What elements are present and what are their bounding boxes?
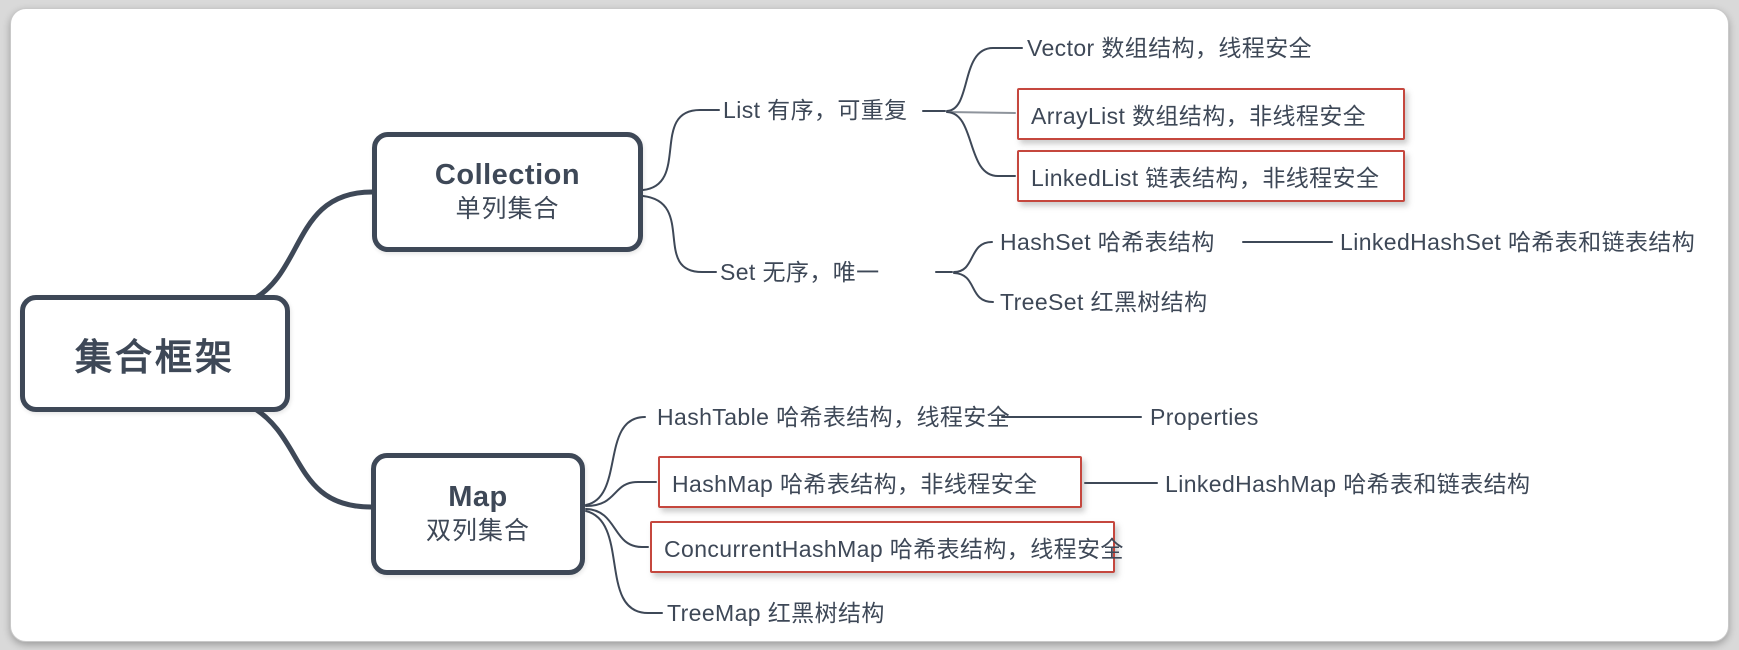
link-map-hashtable [585,416,646,506]
link-collection-set [642,195,717,273]
map-title: Map [448,480,508,513]
link-root-collection [249,189,375,303]
collection-title: Collection [434,158,581,191]
concurrenthashmap-label: ConcurrentHashMap 哈希表结构，线程安全 [664,536,1124,562]
root-label: 集合框架 [75,336,235,378]
link-collection-list [642,109,720,191]
node-hashmap-highlighted: HashMap 哈希表结构，非线程安全 [658,456,1082,508]
link-list-vector [946,47,1023,112]
link-map-concurrenthashmap [585,508,649,548]
link-root-map [249,404,374,510]
node-linkedlist-highlighted: LinkedList 链表结构，非线程安全 [1017,150,1405,202]
node-hashtable: HashTable 哈希表结构，线程安全 [657,404,1011,430]
link-list-arraylist [946,111,1016,114]
node-map: Map 双列集合 [371,453,585,575]
arraylist-label: ArrayList 数组结构，非线程安全 [1031,103,1367,129]
node-concurrenthashmap-highlighted: ConcurrentHashMap 哈希表结构，线程安全 [650,521,1123,573]
collection-subtitle: 单列集合 [455,195,560,224]
node-vector: Vector 数组结构，线程安全 [1027,35,1312,61]
node-treemap: TreeMap 红黑树结构 [667,600,885,626]
link-map-treemap [585,510,663,614]
node-root: 集合框架 [20,295,290,412]
node-linkedhashmap: LinkedHashMap 哈希表和链表结构 [1165,471,1531,497]
node-hashset: HashSet 哈希表结构 [1000,229,1215,255]
hashmap-label: HashMap 哈希表结构，非线程安全 [672,471,1038,497]
node-arraylist-highlighted: ArrayList 数组结构，非线程安全 [1017,88,1405,140]
map-subtitle: 双列集合 [425,517,530,546]
linkedlist-label: LinkedList 链表结构，非线程安全 [1031,165,1380,191]
node-set: Set 无序，唯一 [720,259,880,285]
node-properties: Properties [1150,404,1259,430]
link-map-hashmap [585,481,657,507]
link-set-treeset [953,272,994,303]
node-linkedhashset: LinkedHashSet 哈希表和链表结构 [1340,229,1696,255]
link-list-linkedlist [946,111,1016,177]
node-list: List 有序，可重复 [723,97,908,123]
node-treeset: TreeSet 红黑树结构 [1000,289,1208,315]
link-set-hashset [953,241,993,273]
node-collection: Collection 单列集合 [372,132,643,252]
